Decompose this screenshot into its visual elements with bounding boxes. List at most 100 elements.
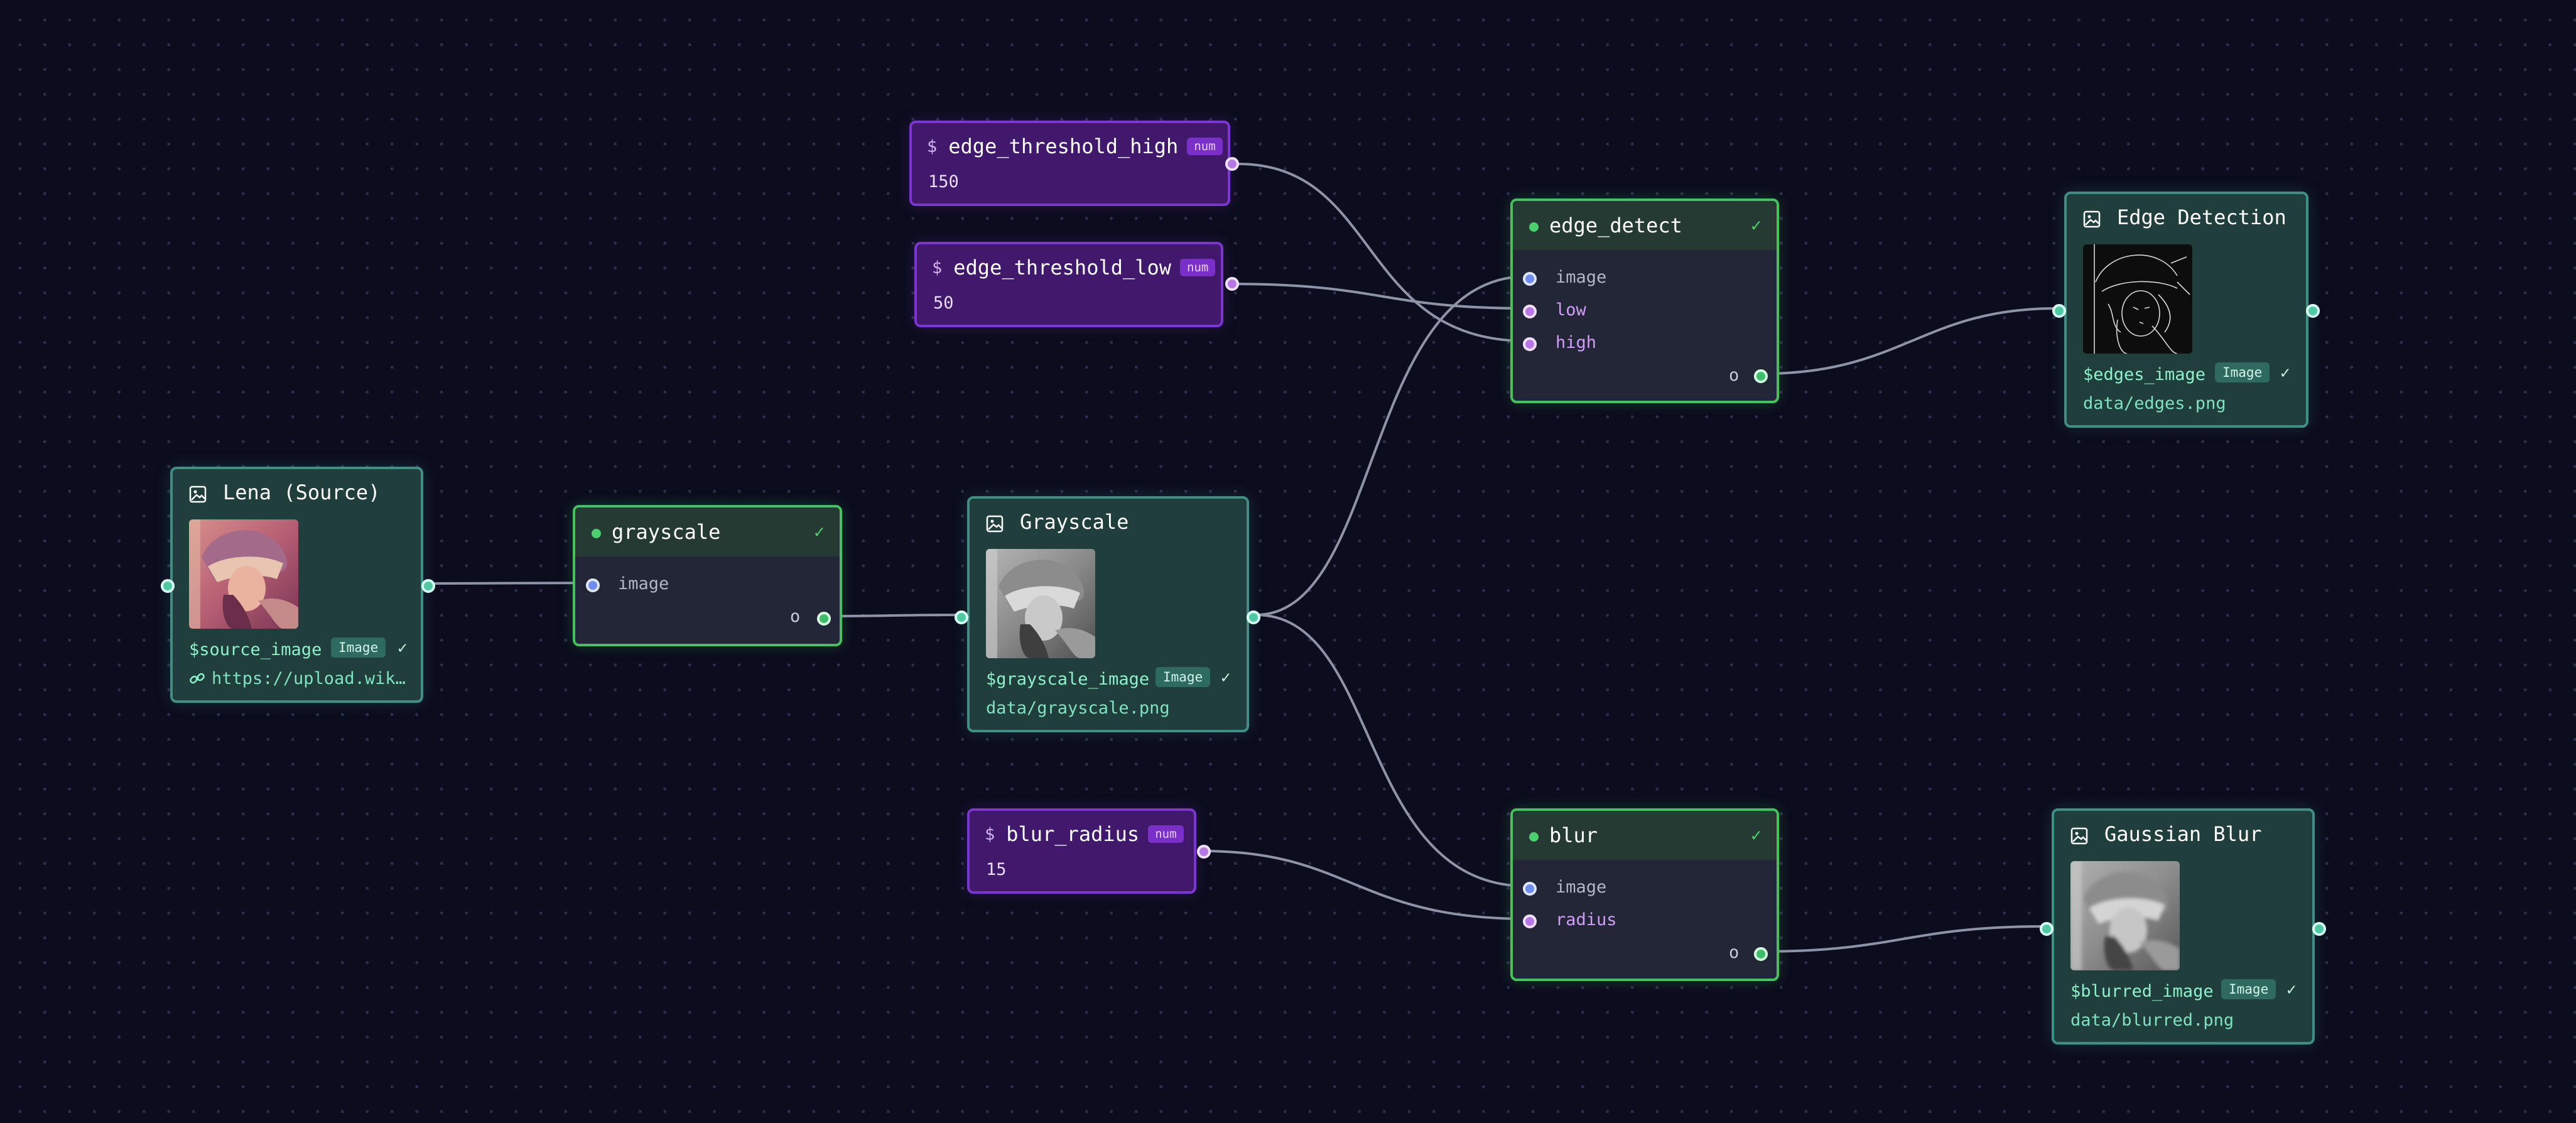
function-node-title: grayscale [612,520,721,544]
image-node-title: Grayscale [1020,510,1129,534]
variable-node-edge-threshold-high[interactable]: $ edge_threshold_high num 150 [909,121,1239,206]
image-thumbnail[interactable] [2070,861,2180,970]
variable-node-edge-threshold-low[interactable]: $ edge_threshold_low num 50 [914,242,1239,327]
edge-edge-detect-to-edges-image[interactable] [1762,307,2057,375]
input-label-image: image [1556,268,1607,287]
image-icon [2083,210,2101,231]
image-icon [986,515,1004,535]
image-node-title: Lena (Source) [223,480,381,504]
edge-grayscale-image-to-edge-detect[interactable] [1255,275,1528,616]
input-handle-high[interactable] [1523,337,1537,351]
image-file-path[interactable]: data/blurred.png [2070,1011,2234,1030]
input-label-image: image [618,574,669,594]
input-handle-low[interactable] [1523,305,1537,318]
image-variable-name: $blurred_image [2070,982,2214,1001]
output-label: o [1729,366,1740,385]
link-icon [189,670,205,689]
image-type-badge: Image [2221,979,2276,999]
output-handle[interactable] [1754,947,1768,961]
image-node-title: Gaussian Blur [2104,822,2262,846]
edge-threshold-low-to-edge-detect[interactable] [1230,283,1528,310]
input-handle-image[interactable] [1523,882,1537,896]
output-handle[interactable] [1247,610,1260,624]
image-file-path[interactable]: data/edges.png [2083,394,2226,413]
function-node-header[interactable]: edge_detect ✓ [1513,201,1777,250]
variable-dollar-icon: $ [985,824,995,844]
image-type-badge: Image [2215,362,2270,382]
status-dot [1529,222,1539,232]
image-node-title: Edge Detection [2117,205,2286,229]
image-type-badge: Image [331,637,386,658]
variable-name: edge_threshold_high [948,134,1179,158]
variable-value[interactable]: 50 [933,293,954,313]
input-handle[interactable] [161,579,175,593]
status-check-icon: ✓ [1751,825,1762,845]
input-handle[interactable] [2052,304,2066,318]
status-check-icon: ✓ [1751,215,1762,236]
image-status-check: ✓ [1221,668,1231,687]
output-handle[interactable] [1197,845,1211,859]
type-badge: num [1180,259,1216,276]
image-variable-name: $grayscale_image [986,670,1150,689]
image-node-grayscale[interactable]: Grayscale $grayscale_image Image ✓ data/… [955,496,1260,732]
function-node-blur[interactable]: blur ✓ image radius o [1510,808,1779,981]
input-label-low: low [1556,300,1586,320]
variable-node-blur-radius[interactable]: $ blur_radius num 15 [967,808,1211,894]
status-dot [592,529,601,538]
output-handle[interactable] [2306,304,2320,318]
image-thumbnail[interactable] [986,549,1095,658]
variable-name: edge_threshold_low [953,256,1172,279]
image-status-check: ✓ [398,639,408,658]
variable-name: blur_radius [1006,822,1140,846]
input-label-image: image [1556,877,1607,897]
output-handle[interactable] [1754,369,1768,383]
image-node-source[interactable]: Lena (Source) $source_image Image ✓ http… [161,467,435,703]
function-node-title: blur [1549,823,1598,847]
image-file-path[interactable]: data/grayscale.png [986,698,1170,718]
variable-value[interactable]: 15 [986,860,1007,879]
status-dot [1529,832,1539,842]
function-node-grayscale[interactable]: grayscale ✓ image o [573,505,842,646]
type-badge: num [1187,138,1223,155]
input-handle[interactable] [955,610,968,624]
status-check-icon: ✓ [814,521,825,542]
function-node-header[interactable]: blur ✓ [1513,811,1777,860]
edge-grayscale-image-to-blur[interactable] [1255,614,1528,887]
edge-grayscale-fn-to-grayscale-image[interactable] [823,614,960,617]
output-handle[interactable] [1225,277,1239,291]
image-icon [189,486,207,506]
output-handle[interactable] [817,612,831,626]
variable-value[interactable]: 150 [928,172,959,192]
variable-dollar-icon: $ [932,258,943,278]
input-handle[interactable] [2040,922,2054,936]
image-variable-name: $edges_image [2083,365,2206,384]
image-status-check: ✓ [2280,364,2290,382]
input-handle-image[interactable] [1523,272,1537,286]
edge-blur-radius-to-blur[interactable] [1203,850,1528,920]
output-handle[interactable] [1225,157,1239,171]
input-label-high: high [1556,333,1597,352]
edge-threshold-high-to-edge-detect[interactable] [1237,163,1528,342]
image-icon [2070,827,2088,847]
input-handle-image[interactable] [586,578,600,592]
output-label: o [790,607,801,626]
image-source-url[interactable]: https://upload.wik… [212,669,406,688]
image-thumbnail[interactable] [189,519,298,629]
output-handle[interactable] [2312,922,2326,936]
image-variable-name: $source_image [189,640,322,659]
image-node-edges[interactable]: Edge Detection $edges_image Ima [2052,192,2320,428]
image-thumbnail[interactable] [2083,244,2192,354]
edge-blur-to-blurred-image[interactable] [1762,925,2045,953]
image-node-blurred[interactable]: Gaussian Blur $blurred_image Image [2040,808,2326,1044]
variable-dollar-icon: $ [927,136,938,156]
output-handle[interactable] [421,579,435,593]
image-type-badge: Image [1155,667,1211,687]
function-node-edge-detect[interactable]: edge_detect ✓ image low high o [1510,198,1779,403]
image-status-check: ✓ [2286,980,2297,999]
function-node-header[interactable]: grayscale ✓ [575,507,840,556]
input-handle-radius[interactable] [1523,914,1537,928]
output-label: o [1729,943,1740,962]
input-label-radius: radius [1556,910,1617,930]
